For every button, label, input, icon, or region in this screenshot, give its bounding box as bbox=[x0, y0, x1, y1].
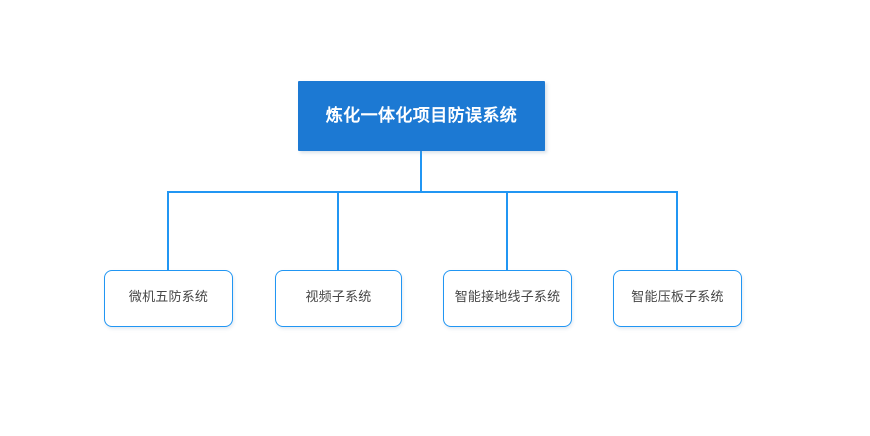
node-child-label: 智能压板子系统 bbox=[631, 290, 724, 306]
node-child-shipin[interactable]: 视频子系统 bbox=[275, 270, 402, 327]
node-root[interactable]: 炼化一体化项目防误系统 bbox=[298, 81, 545, 151]
node-root-label: 炼化一体化项目防误系统 bbox=[325, 105, 518, 126]
node-child-zhinengyaban[interactable]: 智能压板子系统 bbox=[613, 270, 742, 327]
node-child-label: 视频子系统 bbox=[305, 290, 372, 306]
node-child-label: 微机五防系统 bbox=[128, 290, 209, 306]
node-child-label: 智能接地线子系统 bbox=[454, 290, 561, 306]
node-child-weijiwufang[interactable]: 微机五防系统 bbox=[104, 270, 233, 327]
node-child-zhinengjiedixian[interactable]: 智能接地线子系统 bbox=[443, 270, 572, 327]
